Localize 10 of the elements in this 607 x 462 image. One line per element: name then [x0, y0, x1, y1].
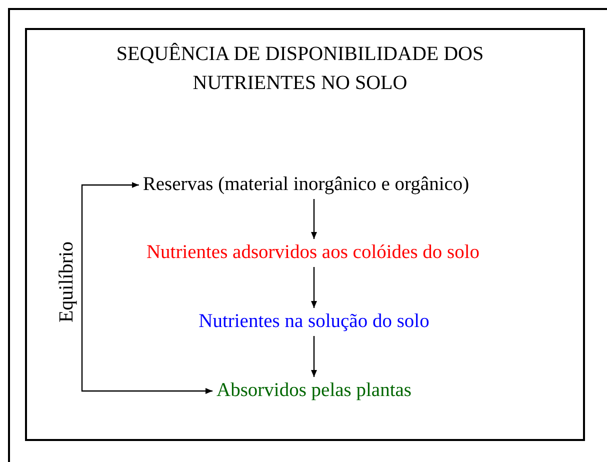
- node-text: Nutrientes adsorvidos aos colóides do solo: [146, 242, 480, 264]
- node-text: Nutrientes na solução do solo: [198, 311, 430, 333]
- node-text: Reservas (material inorgânico e orgânico): [142, 174, 470, 196]
- arrow: [311, 267, 317, 308]
- arrow: [81, 182, 212, 394]
- arrow: [311, 199, 317, 239]
- title: SEQUÊNCIA DE DISPONIBILIDADE DOS NUTRIENTES NO SOLO: [115, 42, 485, 96]
- node-text: Absorvidos pelas plantas: [216, 380, 412, 402]
- edge-label: Equilíbrio: [56, 241, 78, 323]
- arrow: [311, 336, 317, 377]
